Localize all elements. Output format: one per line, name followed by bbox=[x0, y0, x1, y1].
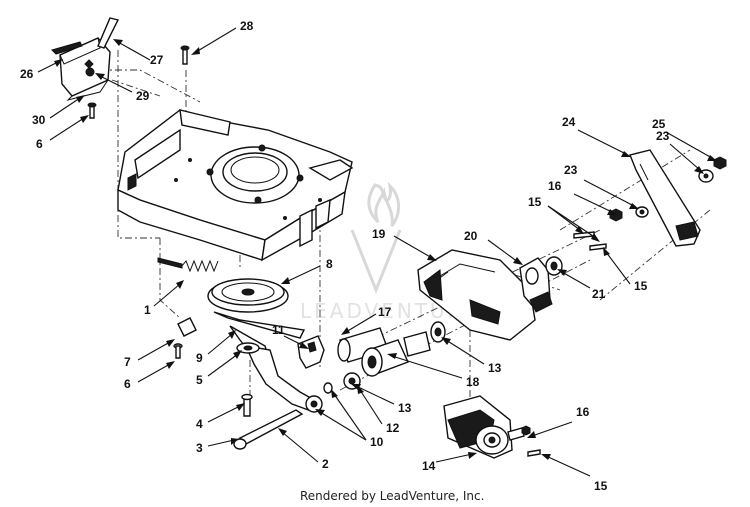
callout-26: 26 bbox=[20, 67, 34, 81]
bolt-6-top bbox=[87, 102, 97, 119]
bracket-20-21 bbox=[519, 256, 563, 313]
callout-1: 1 bbox=[144, 303, 151, 317]
callout-30: 30 bbox=[32, 113, 46, 127]
callout-19: 19 bbox=[372, 227, 386, 241]
callout-11: 11 bbox=[272, 323, 285, 337]
bolt-28 bbox=[180, 45, 190, 65]
callout-27: 27 bbox=[150, 53, 164, 67]
callout-5: 5 bbox=[196, 373, 203, 387]
callout-23-left: 23 bbox=[564, 163, 578, 177]
mower-deck-housing bbox=[117, 109, 354, 262]
callout-3: 3 bbox=[196, 441, 203, 455]
callout-13-upper: 13 bbox=[488, 361, 502, 375]
callout-2: 2 bbox=[322, 457, 329, 471]
callout-20: 20 bbox=[464, 229, 478, 243]
callout-6-lower: 6 bbox=[124, 377, 131, 391]
callout-17: 17 bbox=[378, 305, 392, 319]
callout-7: 7 bbox=[124, 355, 131, 369]
callout-6-top: 6 bbox=[36, 137, 43, 151]
callout-13-lower: 13 bbox=[398, 401, 412, 415]
blade-24 bbox=[629, 149, 701, 247]
callout-leaders bbox=[37, 27, 717, 477]
adapter-shaft-assembly bbox=[305, 321, 446, 413]
callout-labels: 28 27 26 29 30 6 1 8 7 6 9 5 4 3 2 10 11… bbox=[20, 19, 670, 493]
callout-15-right: 15 bbox=[634, 279, 648, 293]
render-credit: Rendered by LeadVenture, Inc. bbox=[300, 489, 484, 503]
callout-25: 25 bbox=[652, 117, 666, 131]
callout-23-right: 23 bbox=[656, 129, 670, 143]
callout-28: 28 bbox=[240, 19, 254, 33]
callout-15-lower: 15 bbox=[594, 479, 608, 493]
bracket-11 bbox=[297, 335, 325, 369]
chute-cover-19 bbox=[417, 249, 536, 341]
callout-16-upper: 16 bbox=[548, 179, 562, 193]
handle-bracket-assembly bbox=[51, 17, 120, 101]
callout-8: 8 bbox=[326, 257, 333, 271]
callout-4: 4 bbox=[196, 417, 203, 431]
drive-cover-14 bbox=[443, 395, 541, 459]
callout-29: 29 bbox=[136, 89, 150, 103]
callout-15-upper: 15 bbox=[528, 195, 542, 209]
callout-21: 21 bbox=[592, 287, 606, 301]
callout-18: 18 bbox=[466, 375, 480, 389]
callout-16-lower: 16 bbox=[576, 405, 590, 419]
callout-12: 12 bbox=[386, 421, 400, 435]
callout-24: 24 bbox=[562, 115, 576, 129]
callout-14: 14 bbox=[422, 459, 436, 473]
callout-10: 10 bbox=[370, 435, 384, 449]
callout-9: 9 bbox=[196, 351, 203, 365]
